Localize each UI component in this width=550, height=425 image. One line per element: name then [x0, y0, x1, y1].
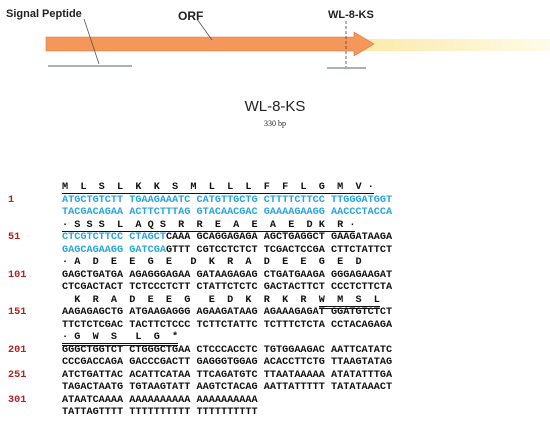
sequence-text: AAGAGAGCTG ATGAAGAGGG AGAAGATAAG AGAAAGA…: [62, 307, 393, 318]
utr-tail: [355, 39, 550, 51]
sequence-text: M L S L K K S M L L L F F L G M V ·: [62, 182, 374, 194]
sequence-text: CTCGACTACT TCTCCCTCTT CTATTCTCTC GACTACT…: [62, 282, 393, 293]
sequence-text: ATGCTGTCTT TGAAGAAATC CATGTTGCTG CTTTTCT…: [62, 194, 393, 206]
sequence-text: CAAA GCAGGAGAGA AGCTGAGGCT GAAGATAAGA: [165, 232, 393, 243]
sequence-text: TACGACAGAA ACTTCTTTAG GTACAACGAC GAAAAGA…: [62, 207, 393, 218]
position-number: 251: [8, 369, 27, 381]
sequence-text: GAGCTGATGA AGAGGGAGAA GATAAGAGAG CTGATGA…: [62, 269, 393, 281]
position-number: 1: [8, 194, 15, 206]
sequence-title: WL-8-KS: [244, 98, 306, 115]
site-label: WL-8-KS: [328, 9, 374, 21]
sequence-text: GGGCTGGTCT CTGGGCTGAA CTCCCACCTC TGTGGAA…: [62, 344, 393, 356]
sequence-text: ATAATCAAAA AAAAAAAAAA AAAAAAAAAA: [62, 394, 258, 406]
sequence-text: GTTT CGTCCTCTCT TCGACTCCGA CTTCTATTCT: [165, 244, 393, 256]
sequence-text: CCCGACCAGA GACCCGACTT GAGGGTGGAG ACACCTT…: [62, 357, 393, 368]
position-number: 101: [8, 269, 27, 281]
sequence-text: W M S L: [318, 294, 380, 309]
orf-map: [45, 18, 550, 69]
position-number: 201: [8, 344, 27, 356]
sequence-text: TATTAGTTTT TTTTTTTTTT TTTTTTTTTT: [62, 407, 258, 418]
sequence-text: GAGCAGAAGG GATCGA: [62, 244, 166, 256]
sequence-length: 330 bp: [264, 119, 286, 128]
sequence-text: · A D E E G E D K R A D E E G E D: [62, 257, 362, 268]
sequence-text: TTCTCTCGAC TACTTCTCCC TCTTCTATTC TCTTTCT…: [62, 319, 393, 331]
sequence-text: · S S S L A Q S R R E A E A E D K R ·: [62, 219, 356, 232]
signal-peptide-label: Signal Peptide: [6, 8, 82, 20]
signal-peptide-pointer: [83, 18, 100, 65]
orf-arrow: [45, 31, 375, 57]
sequence-text: ATCTGATTAC ACATTCATAA TTCAGATGTC TTAATAA…: [62, 369, 393, 381]
sequence-text: CTCGTCTTCC CTAGCT: [62, 232, 166, 243]
sequence-text: K R A D E E G E D K R K R: [62, 294, 319, 306]
sequence-text: TAGACTAATG TGTAAGTATT AAGTCTACAG AATTATT…: [62, 382, 393, 393]
position-number: 151: [8, 307, 27, 318]
position-number: 51: [8, 232, 21, 243]
position-number: 301: [8, 394, 27, 406]
sequence-text: · G W S L G *: [62, 332, 179, 346]
orf-pointer: [196, 18, 213, 41]
orf-label: ORF: [178, 9, 204, 23]
